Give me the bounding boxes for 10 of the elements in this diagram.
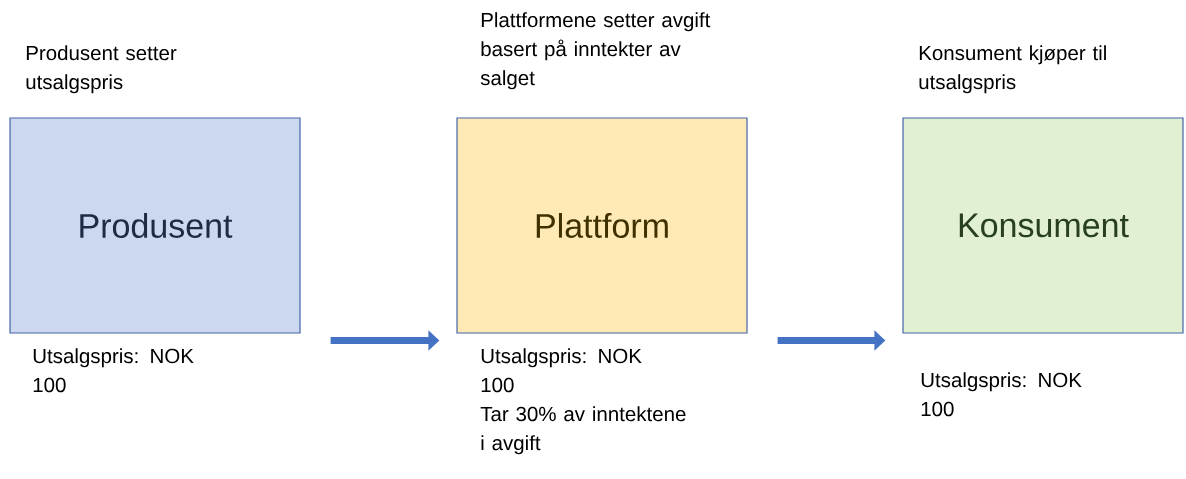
note-text: Utsalgspris: NOK 100 bbox=[481, 348, 642, 393]
process-box: Konsument bbox=[902, 117, 1184, 334]
process-box: Plattform bbox=[456, 117, 748, 334]
heading-text: Produsent setter utsalgspris bbox=[26, 45, 177, 94]
heading-text: Konsument kjøper til utsalgspris bbox=[919, 45, 1106, 94]
note-text: Tar 30% av inntektene i avgift bbox=[480, 406, 686, 455]
process-box: Produsent bbox=[9, 117, 301, 334]
heading-text: Plattformene setter avgift basert på inntekter av salget bbox=[480, 12, 711, 90]
note-text: Utsalgspris: NOK 100 bbox=[33, 348, 194, 393]
note-text: Utsalgspris: NOK 100 bbox=[921, 372, 1082, 417]
